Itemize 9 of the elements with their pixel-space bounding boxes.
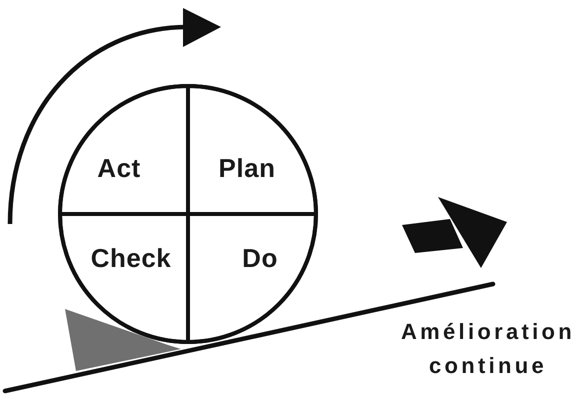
quadrant-label: Do — [242, 245, 278, 271]
quadrant-sector — [58, 214, 188, 344]
quadrant-label: Plan — [218, 155, 276, 181]
caption-text: Amélioration continue — [400, 318, 576, 380]
quadrant-sector — [188, 84, 318, 214]
quadrant-label: Check — [90, 245, 172, 271]
quadrant-label: Act — [97, 155, 141, 181]
quadrant-sector — [188, 214, 318, 344]
quadrant-sector — [58, 84, 188, 214]
